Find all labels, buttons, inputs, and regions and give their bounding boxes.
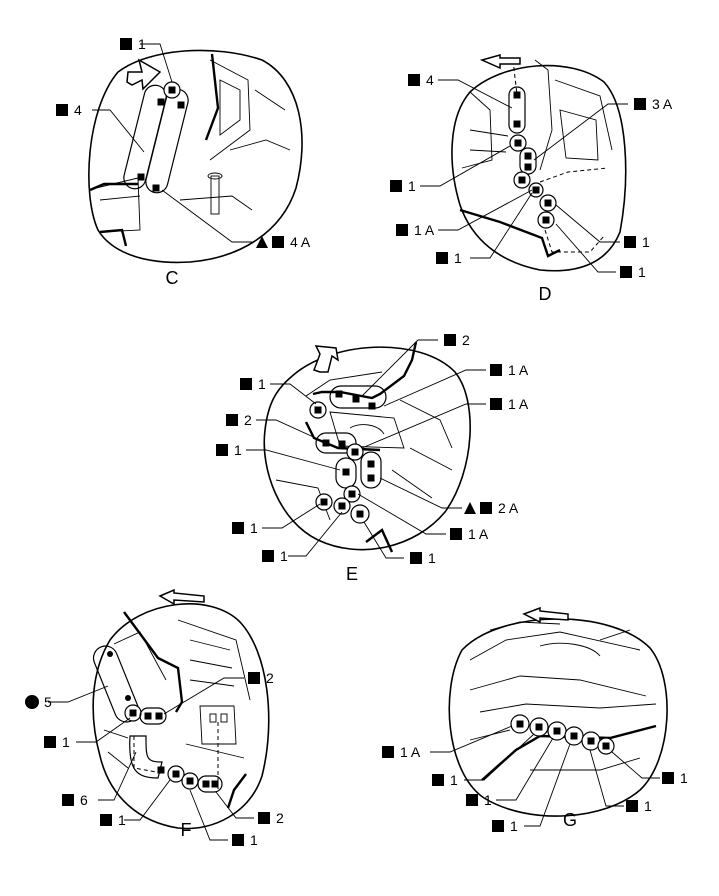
view-c <box>88 43 303 264</box>
callout: 4 <box>408 72 434 88</box>
callout-text: 1 <box>250 520 258 536</box>
callout: 1 A <box>396 222 435 238</box>
callout: 2 <box>226 412 252 428</box>
view-e-label: E <box>346 564 358 584</box>
callout: 4 A <box>256 234 311 250</box>
callout: 1 <box>436 250 462 266</box>
callout: 4 <box>56 102 82 118</box>
callout-text: 2 <box>244 412 252 428</box>
callout-text: 4 <box>74 102 82 118</box>
view-d-outline <box>451 64 627 272</box>
callout: 1 <box>410 550 436 566</box>
view-e <box>246 339 486 559</box>
callout-text: 1 <box>680 770 688 786</box>
callout: 1 <box>262 548 288 564</box>
callout-text: 1 <box>258 376 266 392</box>
callout: 6 <box>62 792 88 808</box>
callout: 1 <box>662 770 688 786</box>
callout: 1 <box>492 818 518 834</box>
callout: 1 A <box>382 744 421 760</box>
callout-text: 1 <box>510 818 518 834</box>
callout-text: 1 <box>138 36 146 52</box>
callout-text: 1 A <box>414 222 435 238</box>
callout: 1 <box>432 772 458 788</box>
callout: 5 <box>25 694 52 710</box>
callout: 2 <box>444 332 470 348</box>
callout: 2 A <box>464 500 519 516</box>
view-g-direction-arrow <box>522 606 569 624</box>
callout: 2 <box>248 670 274 686</box>
callout: 1 <box>232 832 258 848</box>
callout-text: 1 <box>454 250 462 266</box>
callout: 2 <box>258 810 284 826</box>
callout-text: 1 <box>638 264 646 280</box>
callout: 3 A <box>634 96 673 112</box>
callout: 1 <box>232 520 258 536</box>
view-f-label: F <box>181 820 192 840</box>
callout: 1 <box>100 812 126 828</box>
callout-text: 1 <box>118 812 126 828</box>
callout: 1 <box>626 798 652 814</box>
callout-text: 2 <box>266 670 274 686</box>
view-c-direction-arrow <box>126 58 162 91</box>
callout-text: 1 <box>234 442 242 458</box>
callout: 1 A <box>490 396 529 412</box>
callout: 1 A <box>450 526 489 542</box>
callout-text: 1 <box>644 798 652 814</box>
callout-text: 1 A <box>508 396 529 412</box>
callout-text: 1 <box>450 772 458 788</box>
callout: 1 <box>620 264 646 280</box>
callout: 1 <box>240 376 266 392</box>
view-f-outline <box>92 603 270 830</box>
callout: 1 <box>624 234 650 250</box>
view-d-label: D <box>539 284 552 304</box>
callout-text: 1 <box>408 178 416 194</box>
callout: 1 <box>466 792 492 808</box>
view-f-direction-arrow <box>158 588 205 606</box>
callout: 1 <box>44 734 70 750</box>
view-f <box>48 588 270 841</box>
callout-text: 1 <box>62 734 70 750</box>
view-g-outline <box>448 618 668 817</box>
view-c-label: C <box>166 268 179 288</box>
view-c-outline <box>88 49 303 264</box>
view-d <box>420 54 628 273</box>
callout-text: 1 A <box>508 362 529 378</box>
callout-text: 4 A <box>290 234 311 250</box>
view-g-label: G <box>563 810 577 830</box>
callout-text: 6 <box>80 792 88 808</box>
callout: 1 <box>390 178 416 194</box>
callout: 1 A <box>490 362 529 378</box>
view-e-direction-arrow <box>313 345 340 373</box>
callout-text: 5 <box>44 694 52 710</box>
view-e-outline <box>263 346 471 551</box>
callout: 1 <box>120 36 146 52</box>
callout-text: 4 <box>426 72 434 88</box>
callout-text: 2 A <box>498 500 519 516</box>
callout-text: 1 A <box>400 744 421 760</box>
view-g <box>430 606 668 827</box>
callout: 1 <box>216 442 242 458</box>
callout-text: 1 A <box>468 526 489 542</box>
callout-text: 2 <box>462 332 470 348</box>
callout-text: 1 <box>250 832 258 848</box>
callout-text: 1 <box>642 234 650 250</box>
view-d-direction-arrow <box>479 54 521 70</box>
callout-text: 1 <box>484 792 492 808</box>
callout-text: 3 A <box>652 96 673 112</box>
callout-text: 1 <box>280 548 288 564</box>
callout-text: 2 <box>276 810 284 826</box>
callout-text: 1 <box>428 550 436 566</box>
